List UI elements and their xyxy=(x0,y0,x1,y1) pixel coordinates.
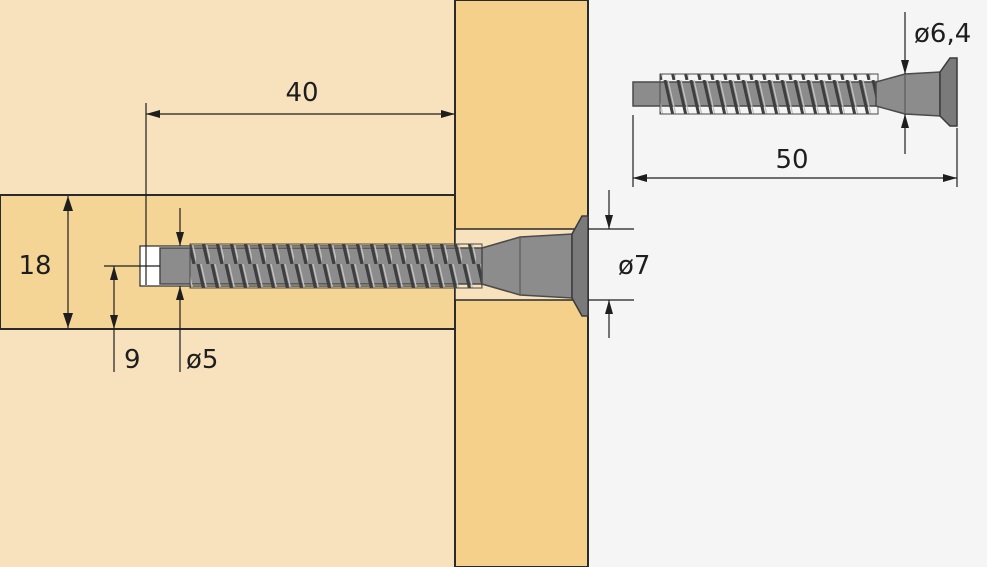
board-thickness-label: 18 xyxy=(18,251,51,281)
screw-length-label: 50 xyxy=(775,145,808,175)
dimension-drill-depth: 40 xyxy=(145,78,455,285)
dimension-head-diameter: ø6,4 xyxy=(901,12,971,154)
dimension-counterbore-diameter: ø7 xyxy=(588,190,650,338)
dimension-screw-length: 50 xyxy=(632,115,958,187)
drill-depth-label: 40 xyxy=(285,78,318,108)
counterbore-diameter-label: ø7 xyxy=(618,251,650,281)
pilot-diameter-label: ø5 xyxy=(186,345,218,375)
dimension-board-thickness: 18 xyxy=(18,196,73,328)
dimension-pilot-diameter: ø5 xyxy=(176,208,218,375)
edge-offset-label: 9 xyxy=(124,345,141,375)
head-diameter-label: ø6,4 xyxy=(914,19,971,49)
installed-screw xyxy=(159,215,589,317)
dimension-edge-offset: 9 xyxy=(104,265,160,375)
standalone-screw xyxy=(632,57,958,127)
